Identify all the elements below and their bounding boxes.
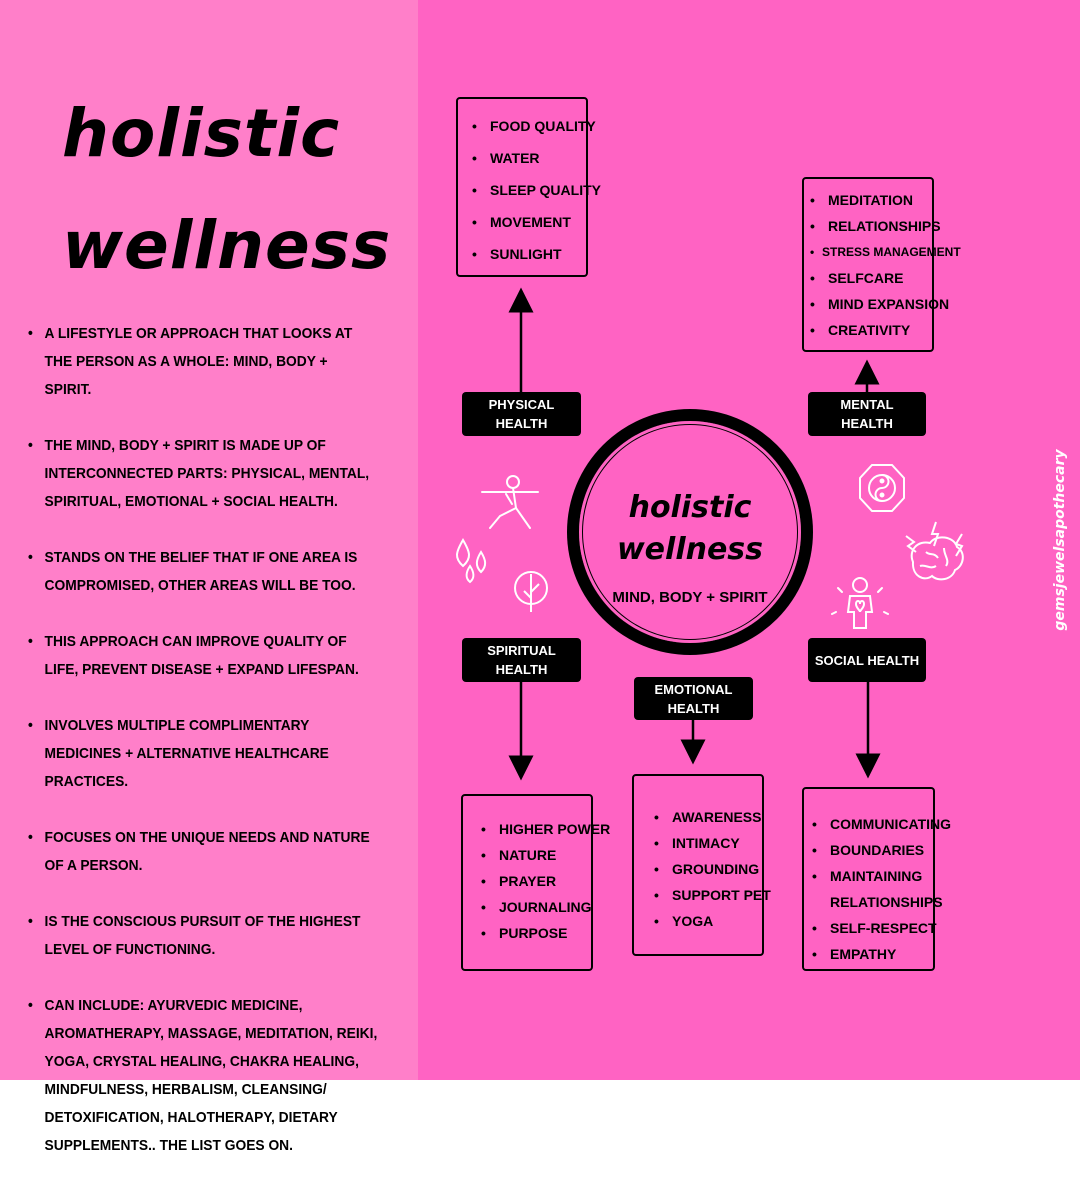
description-item: A lifestyle or approach that looks at th… xyxy=(28,320,378,404)
list-item: SUNLIGHT xyxy=(472,241,586,267)
label-text: MENTAL HEALTH xyxy=(840,397,894,431)
description-item: The mind, body + spirit is made up of in… xyxy=(28,432,378,516)
connector-lines xyxy=(456,287,964,781)
mental-health-label: MENTAL HEALTH xyxy=(808,392,926,436)
label-line: HEALTH xyxy=(495,662,548,677)
list-item: JOURNALING xyxy=(481,894,592,920)
description-item: This approach can improve quality of lif… xyxy=(28,628,378,684)
list-item: FOOD QUALITY xyxy=(472,113,596,139)
social-health-label: SOCIAL HEALTH xyxy=(808,638,926,682)
infographic: holistic wellness A lifestyle or approac… xyxy=(0,0,1080,1080)
label-line: SPIRITUAL xyxy=(487,643,556,658)
tree-icon xyxy=(514,571,548,612)
brain-icon xyxy=(905,521,964,581)
description-item: Is the conscious pursuit of the highest … xyxy=(28,908,378,964)
spiritual-health-label: SPIRITUAL HEALTH xyxy=(462,638,581,682)
list-item: AWARENESS xyxy=(654,804,762,830)
label-line: HEALTH xyxy=(667,700,720,716)
description-item: Focuses on the unique needs and nature o… xyxy=(28,824,378,880)
list-item: PURPOSE xyxy=(481,920,591,946)
center-circle: holistic wellness MIND, BODY + SPIRIT xyxy=(567,409,813,655)
spiritual-health-box: HIGHER POWER NATURE PRAYER JOURNALING PU… xyxy=(461,794,610,971)
list-item: SUPPORT PET xyxy=(654,882,771,908)
label-text: SOCIAL HEALTH xyxy=(814,652,920,668)
list-item: MEDITATION xyxy=(810,187,932,213)
list-item: MIND EXPANSION xyxy=(810,291,949,317)
center-title-line-2: wellness xyxy=(616,532,764,567)
list-item: RELATIONSHIPS xyxy=(810,213,941,239)
list-item: COMMUNICATING xyxy=(812,811,951,837)
list-item: CREATIVITY xyxy=(810,317,932,343)
list-item: GROUNDING xyxy=(654,856,762,882)
yoga-figure-icon xyxy=(481,475,539,529)
label-line: HEALTH xyxy=(495,416,548,431)
list-item: INTIMACY xyxy=(654,830,762,856)
list-item: SELFCARE xyxy=(810,265,932,291)
list-item: PRAYER xyxy=(481,868,591,894)
list-item: WATER xyxy=(472,145,586,171)
wellness-diagram: FOOD QUALITY WATER SLEEP QUALITY MOVEMEN… xyxy=(0,0,1080,1080)
list-item: EMPATHY xyxy=(812,941,933,967)
emotional-health-box: AWARENESS INTIMACY GROUNDING SUPPORT PET… xyxy=(632,774,771,956)
list-item: YOGA xyxy=(654,908,762,934)
physical-health-box: FOOD QUALITY WATER SLEEP QUALITY MOVEMEN… xyxy=(456,97,601,277)
water-drops-icon xyxy=(456,538,487,584)
list-item: NATURE xyxy=(481,842,591,868)
title-line-2: wellness xyxy=(62,207,392,284)
list-item: STRESS MANAGEMENT xyxy=(810,239,961,265)
label-line: PHYSICAL xyxy=(488,397,555,412)
emotional-health-label: EMOTIONAL HEALTH xyxy=(634,677,753,720)
mental-health-box: MEDITATION RELATIONSHIPS STRESS MANAGEME… xyxy=(802,177,961,352)
center-title-line-1: holistic xyxy=(628,490,752,525)
list-item: MAINTAINING xyxy=(812,863,933,889)
list-item: MOVEMENT xyxy=(472,209,586,235)
label-line: EMOTIONAL xyxy=(654,681,733,697)
watermark: gemsjewelsapothecary xyxy=(1052,449,1068,631)
social-health-box: COMMUNICATING BOUNDARIES MAINTAINING REL… xyxy=(802,787,951,971)
yin-yang-icon xyxy=(859,464,905,512)
list-item: BOUNDARIES xyxy=(812,837,933,863)
description-item: Stands on the belief that if one area is… xyxy=(28,544,378,600)
center-subtitle: MIND, BODY + SPIRIT xyxy=(612,589,768,606)
physical-health-label: PHYSICAL HEALTH xyxy=(462,392,581,436)
list-item: SLEEP QUALITY xyxy=(472,177,601,203)
left-panel xyxy=(0,0,418,1080)
heart-person-icon xyxy=(831,577,889,629)
description-item: Involves multiple complimentary medicine… xyxy=(28,712,378,796)
list-item: SELF-RESPECT xyxy=(812,915,937,941)
center-title: holistic wellness xyxy=(579,487,801,571)
list-item: HIGHER POWER xyxy=(481,816,610,842)
page-title: holistic wellness xyxy=(62,78,391,302)
title-line-1: holistic xyxy=(62,95,341,172)
list-item-continuation: RELATIONSHIPS xyxy=(830,894,943,910)
